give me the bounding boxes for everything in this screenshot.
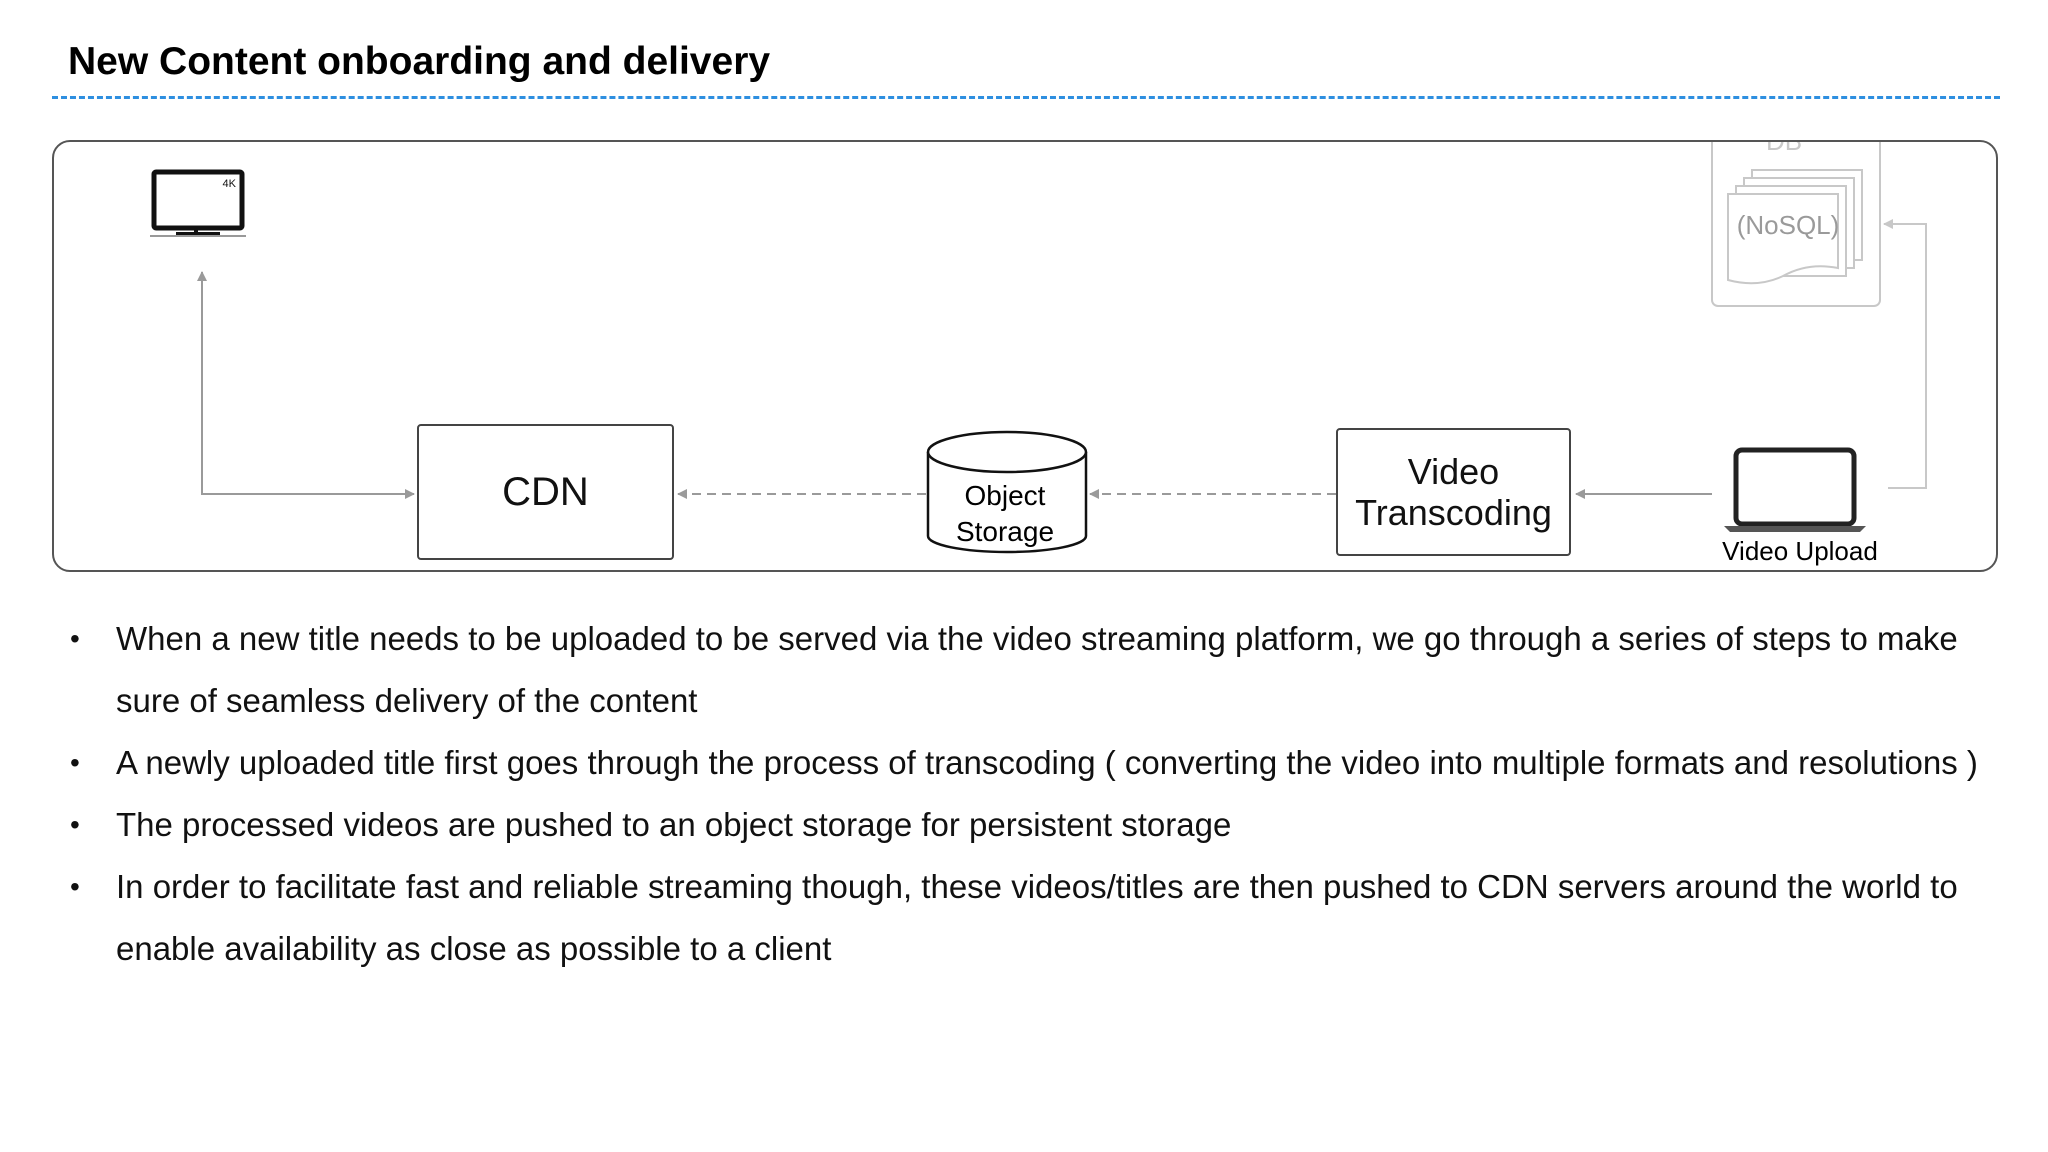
bullet-item: • A newly uploaded title first goes thro… bbox=[60, 732, 2020, 794]
tv-4k-icon: 4K bbox=[150, 169, 246, 237]
object-storage-line-1: Object bbox=[964, 480, 1046, 511]
bullet-item: • When a new title needs to be uploaded … bbox=[60, 608, 2020, 732]
arrow-upload-to-db bbox=[1883, 219, 1927, 489]
diagram-frame bbox=[52, 140, 1998, 572]
video-upload-label: Video Upload bbox=[1722, 536, 1878, 566]
db-group: DB bbox=[1711, 126, 1881, 307]
video-transcoding-node: Video Transcoding bbox=[1336, 428, 1571, 556]
bullet-dot: • bbox=[70, 871, 80, 902]
bullet-dot: • bbox=[70, 623, 80, 654]
laptop-icon bbox=[1724, 447, 1866, 532]
transcoding-line-2: Transcoding bbox=[1355, 492, 1552, 533]
database-cylinder-icon bbox=[926, 430, 1088, 554]
db-type-label: (NoSQL) bbox=[1736, 210, 1840, 240]
transcoding-line-1: Video bbox=[1407, 451, 1500, 492]
bullet-text: In order to facilitate fast and reliable… bbox=[116, 868, 1958, 967]
db-partial-label: DB bbox=[1766, 126, 1802, 156]
object-storage-line-2: Storage bbox=[955, 516, 1055, 547]
title-divider bbox=[52, 96, 2000, 99]
bullet-item: • In order to facilitate fast and reliab… bbox=[60, 856, 2020, 980]
slide-title: New Content onboarding and delivery bbox=[68, 40, 771, 83]
tv-4k-badge: 4K bbox=[223, 178, 237, 190]
bullet-dot: • bbox=[70, 809, 80, 840]
bullet-item: • The processed videos are pushed to an … bbox=[60, 794, 2020, 856]
arrow-cdn-to-display bbox=[197, 271, 414, 495]
object-storage-label: Object Storage bbox=[925, 478, 1085, 550]
cdn-label: CDN bbox=[502, 469, 589, 514]
bullet-list: • When a new title needs to be uploaded … bbox=[60, 608, 2020, 980]
cdn-node: CDN bbox=[417, 424, 674, 560]
bullet-text: When a new title needs to be uploaded to… bbox=[116, 620, 1958, 719]
bullet-dot: • bbox=[70, 747, 80, 778]
bullet-text: The processed videos are pushed to an ob… bbox=[116, 806, 1232, 843]
bullet-text: A newly uploaded title first goes throug… bbox=[116, 744, 1978, 781]
document-stack-icon bbox=[1727, 169, 1863, 285]
